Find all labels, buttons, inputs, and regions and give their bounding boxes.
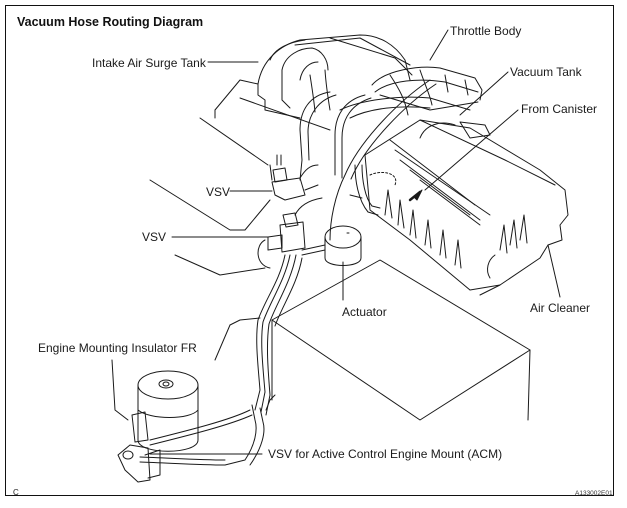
vsv-upper-drawing <box>271 154 319 201</box>
label-air-cleaner: Air Cleaner <box>530 301 591 315</box>
intake-air-surge-tank-drawing <box>257 34 413 119</box>
figure-id: A133002E01 <box>575 490 613 497</box>
leader-lines <box>149 29 561 455</box>
label-throttle-body: Throttle Body <box>450 24 522 38</box>
label-from-canister: From Canister <box>521 102 598 116</box>
corner-letter: C <box>13 488 19 497</box>
throttle-body-drawing <box>339 66 483 119</box>
diagram-title: Vacuum Hose Routing Diagram <box>17 15 204 29</box>
label-actuator: Actuator <box>342 305 387 319</box>
from-canister-arrow <box>408 189 423 202</box>
label-vsv-lower: VSV <box>142 230 167 244</box>
hose-bundle-acm <box>139 254 303 466</box>
air-cleaner-drawing <box>349 119 569 296</box>
engine-mounting-insulator-drawing <box>111 359 199 483</box>
actuator-drawing <box>301 225 362 266</box>
label-vsv-upper: VSV <box>206 185 231 199</box>
label-intake-air-surge-tank: Intake Air Surge Tank <box>92 56 206 70</box>
label-vacuum-tank: Vacuum Tank <box>510 65 582 79</box>
label-engine-mounting-insulator: Engine Mounting Insulator FR <box>38 341 197 355</box>
engine-cover-drawing <box>214 259 531 421</box>
vsv-lower-drawing <box>257 197 323 269</box>
vacuum-hoses-upper <box>299 79 437 241</box>
label-vsv-acm: VSV for Active Control Engine Mount (ACM… <box>268 447 503 461</box>
engine-block-lines <box>149 79 331 276</box>
diagram-frame <box>5 5 614 496</box>
